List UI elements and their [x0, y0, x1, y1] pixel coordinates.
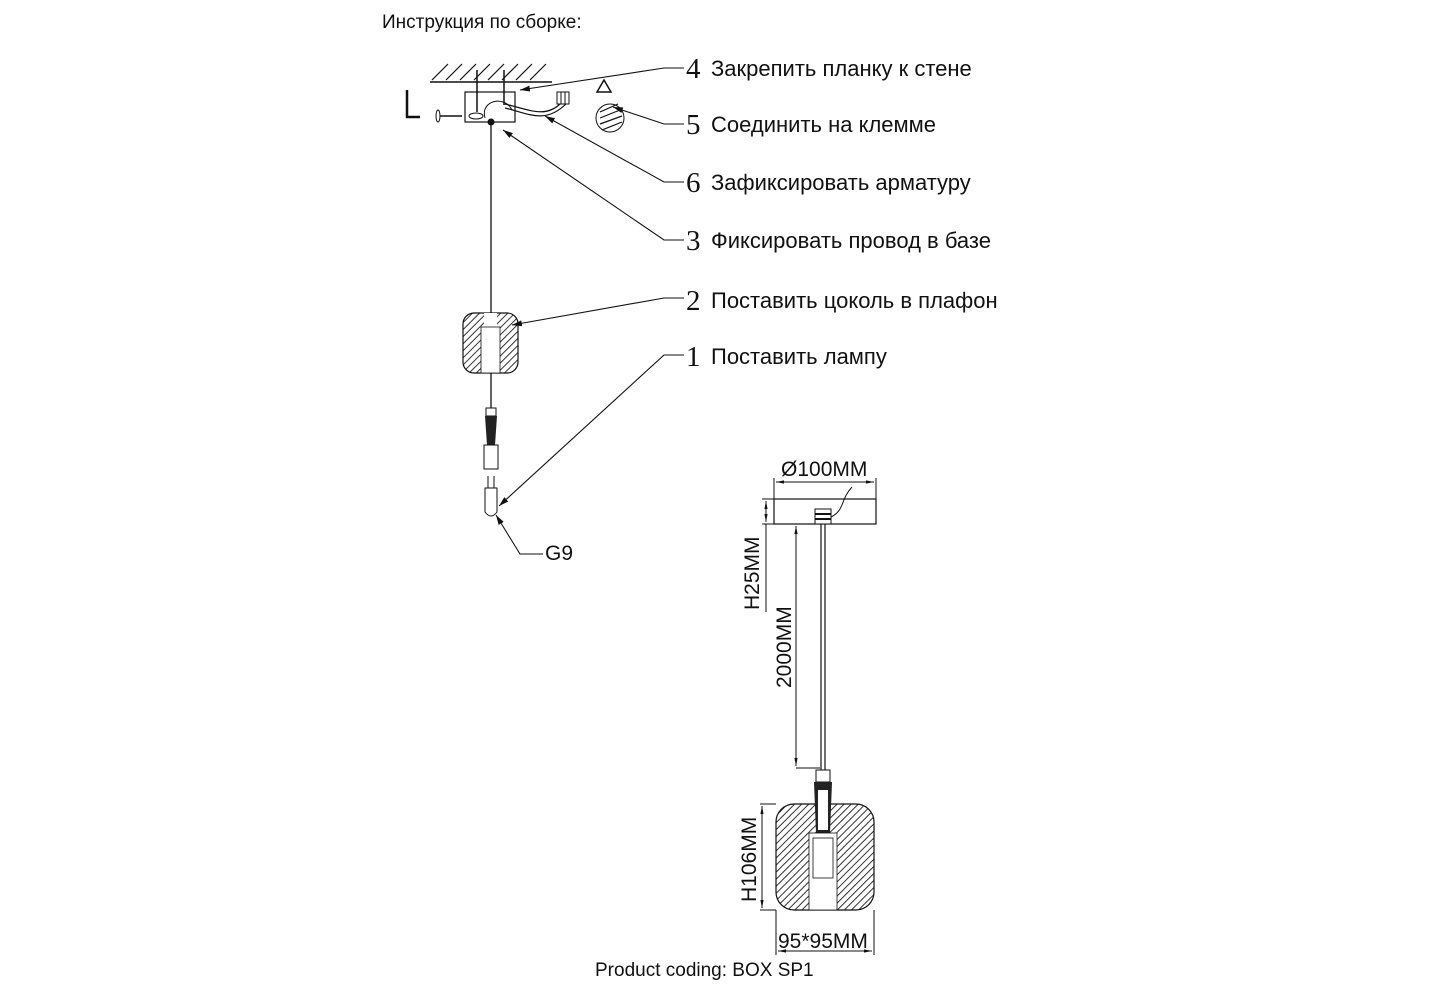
shade-height-label: H106MM: [738, 816, 761, 902]
step-number: 3: [686, 224, 701, 257]
dimension-drawing: [760, 478, 877, 955]
instructions-title: Инструкция по сборке:: [382, 12, 582, 33]
step-1: 1 Поставить лампу: [686, 340, 887, 374]
step-3: 3 Фиксировать провод в базе: [686, 224, 991, 258]
canopy-diameter-label: Ø100MM: [781, 458, 868, 481]
shade-size-label: 95*95MM: [778, 930, 868, 953]
step-number: 1: [686, 340, 701, 373]
step-label: Закрепить планку к стене: [711, 56, 972, 81]
shade-assembly: [462, 312, 519, 374]
side-letter-l: [405, 90, 420, 119]
canopy-height-label: H25MM: [741, 536, 764, 610]
lamp-socket: [483, 407, 499, 470]
step-number: 5: [686, 108, 701, 141]
step-label: Соединить на клемме: [711, 112, 937, 137]
step-5: 5 Соединить на клемме: [686, 108, 936, 142]
step-label: Поставить цоколь в плафон: [711, 288, 998, 313]
leader-lines: [495, 67, 684, 555]
step-label: Поставить лампу: [711, 344, 887, 369]
step-number: 2: [686, 284, 701, 317]
mounting-bracket: [435, 70, 625, 133]
step-label: Фиксировать провод в базе: [711, 228, 991, 253]
step-label: Зафиксировать арматуру: [711, 170, 971, 195]
step-6: 6 Зафиксировать арматуру: [686, 166, 971, 200]
g9-bulb-icon: [484, 476, 498, 517]
step-4: 4 Закрепить планку к стене: [686, 52, 972, 86]
ceiling: [430, 63, 552, 83]
step-2: 2 Поставить цоколь в плафон: [686, 284, 998, 318]
step-number: 6: [686, 166, 701, 199]
warning-icon: [595, 78, 613, 93]
step-number: 4: [686, 52, 701, 85]
product-coding: Product coding: BOX SP1: [595, 960, 814, 981]
lamp-type-label: G9: [545, 542, 574, 565]
cable-length-label: 2000MM: [773, 606, 796, 688]
